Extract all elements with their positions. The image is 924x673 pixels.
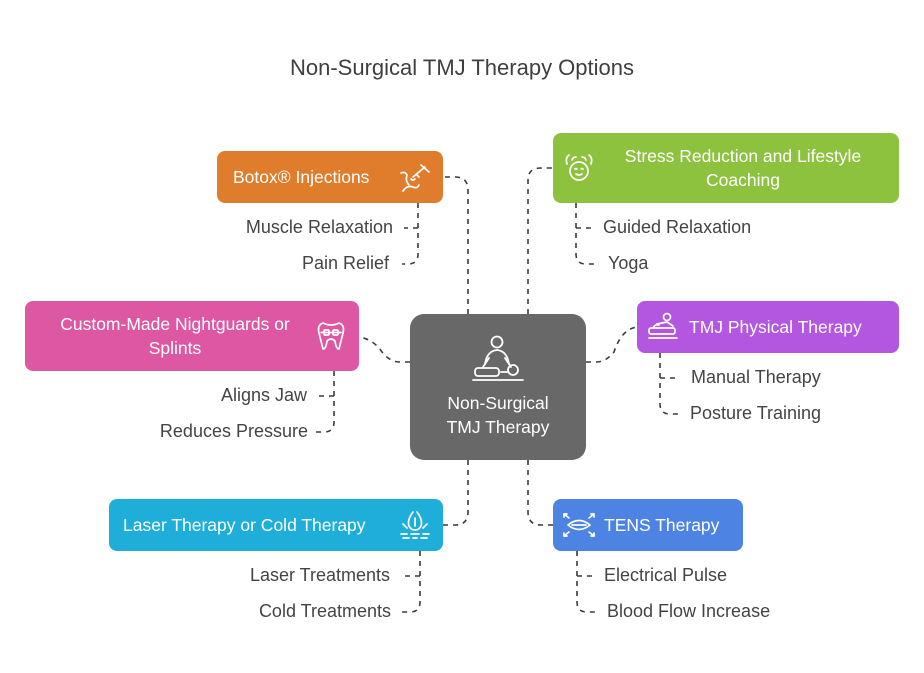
connector-stress bbox=[527, 167, 554, 314]
tens-item-2: Blood Flow Increase bbox=[607, 601, 771, 621]
botox-item-2: Pain Relief bbox=[301, 253, 389, 273]
nightguards-node: Custom-Made Nightguards or Splints bbox=[25, 301, 359, 371]
stress-label-line2: Coaching bbox=[706, 170, 780, 190]
physiotherapy-icon bbox=[647, 312, 679, 342]
connector-tens bbox=[527, 460, 554, 526]
syringe-face-icon bbox=[399, 163, 431, 193]
massage-therapy-icon bbox=[410, 334, 586, 384]
tens-label: TENS Therapy bbox=[604, 515, 720, 535]
nightguards-item-1: Aligns Jaw bbox=[220, 385, 307, 405]
laser-item-2: Cold Treatments bbox=[258, 601, 391, 621]
nightguards-item-2: Reduces Pressure bbox=[159, 421, 308, 441]
tooth-braces-icon bbox=[317, 321, 345, 351]
physical-label: TMJ Physical Therapy bbox=[689, 317, 862, 337]
tens-item-1: Electrical Pulse bbox=[604, 565, 728, 585]
connector-tens-items bbox=[576, 551, 595, 613]
connector-laser bbox=[442, 460, 469, 526]
botox-label: Botox® Injections bbox=[233, 167, 370, 187]
nightguards-label-line2: Splints bbox=[148, 338, 202, 358]
diagram-title: Non-Surgical TMJ Therapy Options bbox=[290, 55, 634, 80]
center-node: Non-Surgical TMJ Therapy bbox=[410, 314, 586, 460]
connector-stress-items bbox=[575, 203, 594, 265]
physical-item-2: Posture Training bbox=[690, 403, 822, 423]
connector-laser-items bbox=[402, 551, 421, 613]
connector-nightguards-items bbox=[316, 371, 335, 433]
center-label-line2: TMJ Therapy bbox=[446, 417, 550, 437]
connector-physical-items bbox=[659, 353, 678, 415]
electrical-stimulation-icon bbox=[562, 510, 596, 540]
connector-nightguards bbox=[359, 336, 410, 363]
nightguards-label-line1: Custom-Made Nightguards or bbox=[60, 314, 290, 334]
connector-botox bbox=[442, 176, 469, 314]
physical-node: TMJ Physical Therapy bbox=[637, 301, 899, 353]
center-label-line1: Non-Surgical bbox=[447, 393, 549, 413]
botox-item-1: Muscle Relaxation bbox=[245, 217, 393, 237]
botox-node: Botox® Injections bbox=[217, 151, 443, 203]
connector-physical bbox=[586, 326, 639, 363]
stress-node: Stress Reduction and Lifestyle Coaching bbox=[553, 133, 899, 203]
stress-item-1: Guided Relaxation bbox=[603, 217, 752, 237]
tens-node: TENS Therapy bbox=[553, 499, 743, 551]
relaxed-face-icon bbox=[563, 152, 595, 184]
stress-label-line1: Stress Reduction and Lifestyle bbox=[624, 146, 862, 166]
connector-botox-items bbox=[402, 203, 419, 265]
laser-label: Laser Therapy or Cold Therapy bbox=[123, 515, 366, 535]
laser-item-1: Laser Treatments bbox=[249, 565, 390, 585]
stress-item-2: Yoga bbox=[608, 253, 649, 273]
laser-node: Laser Therapy or Cold Therapy bbox=[109, 499, 443, 551]
cold-laser-icon bbox=[399, 510, 431, 540]
physical-item-1: Manual Therapy bbox=[691, 367, 821, 387]
